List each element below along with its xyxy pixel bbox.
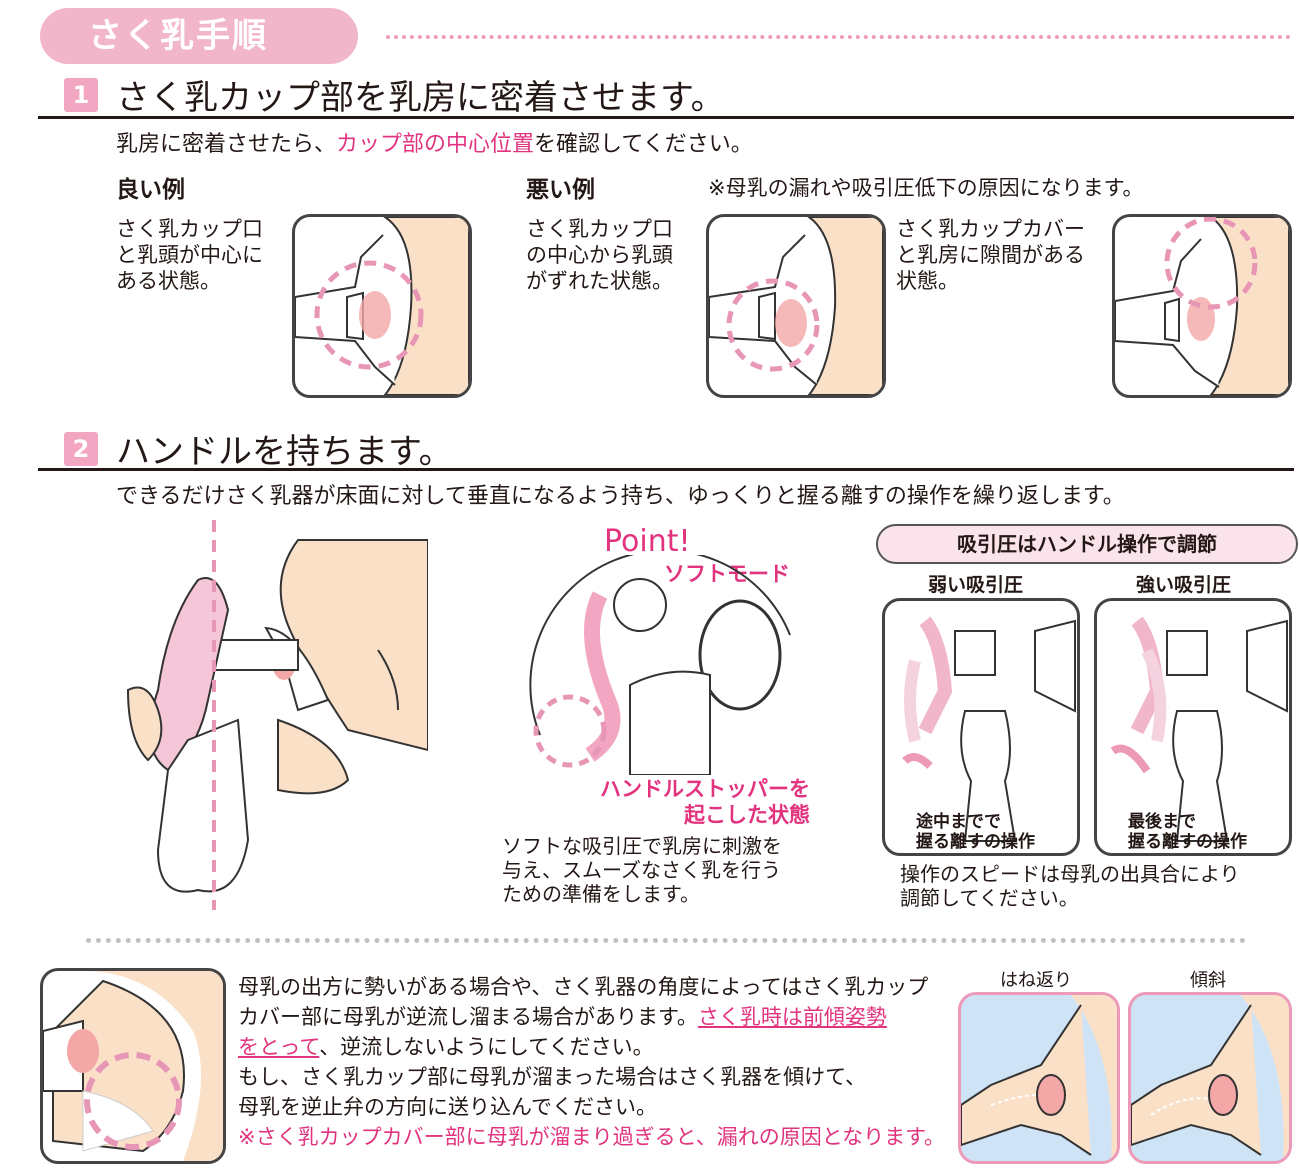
desc-line: ある状態。 xyxy=(116,269,221,293)
stopper-line: 起こした状態 xyxy=(684,803,810,827)
step-2-rule xyxy=(38,468,1294,471)
desc-line: ための準備をします。 xyxy=(502,882,700,906)
section-title: さく乳手順 xyxy=(40,8,358,64)
desc-line: さく乳カップ口 xyxy=(526,217,673,241)
soft-mode-desc: ソフトな吸引圧で乳房に刺激を 与え、スムーズなさく乳を行う ための準備をします。 xyxy=(502,834,782,906)
desc-line: と乳房に隙間がある xyxy=(896,243,1085,267)
note-line: 母乳を逆止弁の方向に送り込んでください。 xyxy=(238,1095,657,1119)
intro-text-a: 乳房に密着させたら、 xyxy=(116,132,337,157)
strong-suction-label: 強い吸引圧 xyxy=(1136,574,1232,596)
intro-text-b: を確認してください。 xyxy=(534,132,753,157)
forward-posture-text: さく乳時は前傾姿勢 xyxy=(697,1005,887,1029)
splash-image xyxy=(958,992,1120,1164)
strong-suction-caption: 最後まで 握る離すの操作 xyxy=(1128,812,1247,852)
desc-line: 状態。 xyxy=(896,269,959,293)
forward-posture-text: をとって xyxy=(238,1035,320,1059)
desc-line: の中心から乳頭 xyxy=(526,243,673,267)
strong-suction-panel xyxy=(1094,598,1292,856)
backflow-image xyxy=(40,968,226,1164)
step-2-heading: ハンドルを持ちます。 xyxy=(116,432,453,472)
desc-line: さく乳カップ口 xyxy=(116,217,263,241)
step-1-rule xyxy=(38,116,1294,119)
step-2-number: 2 xyxy=(64,432,98,466)
step-1-intro: 乳房に密着させたら、カップ部の中心位置を確認してください。 xyxy=(116,126,753,158)
weak-suction-caption: 途中までで 握る離すの操作 xyxy=(916,812,1035,852)
backflow-illustration xyxy=(43,971,223,1161)
bad-example-1-desc: さく乳カップ口 の中心から乳頭 がずれた状態。 xyxy=(526,216,673,294)
tilt-image xyxy=(1128,992,1292,1164)
splash-label: はね返り xyxy=(1000,970,1072,991)
note-text: カバー部に母乳が逆流し溜まる場合があります。 xyxy=(238,1005,698,1029)
strong-suction-illustration xyxy=(1110,616,1288,842)
backflow-note: 母乳の出方に勢いがある場合や、さく乳器の角度によってはさく乳カップ カバー部に母… xyxy=(238,972,945,1152)
note-line: 母乳の出方に勢いがある場合や、さく乳器の角度によってはさく乳カップ xyxy=(238,975,929,999)
title-divider xyxy=(386,35,1291,39)
note-line: 調節してください。 xyxy=(900,886,1079,910)
note-text: 、逆流しないようにしてください。 xyxy=(319,1035,654,1059)
tilt-label: 傾斜 xyxy=(1190,970,1226,991)
suction-control-title: 吸引圧はハンドル操作で調節 xyxy=(876,524,1298,564)
step-1-number: 1 xyxy=(64,78,98,112)
gap-cup-illustration xyxy=(1115,217,1289,395)
section-divider xyxy=(86,938,1246,943)
good-example-image xyxy=(292,214,472,398)
desc-line: ソフトな吸引圧で乳房に刺激を xyxy=(502,834,782,858)
caption-line: 握る離すの操作 xyxy=(1128,832,1247,852)
holding-pump-illustration xyxy=(98,520,429,910)
good-example-desc: さく乳カップ口 と乳頭が中心に ある状態。 xyxy=(116,216,263,294)
bad-example-label: 悪い例 xyxy=(526,177,595,203)
stopper-line: ハンドルストッパーを xyxy=(600,777,810,801)
weak-suction-panel xyxy=(882,598,1080,856)
desc-line: と乳頭が中心に xyxy=(116,243,263,267)
desc-line: さく乳カップカバー xyxy=(896,217,1085,241)
bad-example-1-image xyxy=(706,214,886,398)
breast-cup-illustration xyxy=(295,217,469,395)
caption-line: 握る離すの操作 xyxy=(916,832,1035,852)
good-example-label: 良い例 xyxy=(116,177,185,203)
intro-highlight: カップ部の中心位置 xyxy=(336,132,535,157)
step-1-heading: さく乳カップ部を乳房に密着させます。 xyxy=(116,78,725,118)
bad-example-2-image xyxy=(1112,214,1292,398)
tilt-illustration xyxy=(1131,995,1289,1161)
soft-mode-illustration xyxy=(520,549,800,776)
note-line: 操作のスピードは母乳の出具合により xyxy=(900,862,1240,886)
note-line: カバー部に母乳が逆流し溜まる場合があります。さく乳時は前傾姿勢 xyxy=(238,1002,945,1032)
note-line: もし、さく乳カップ部に母乳が溜まった場合はさく乳器を傾けて、 xyxy=(238,1065,867,1089)
point-label: Point! xyxy=(604,524,691,559)
stopper-label: ハンドルストッパーを 起こした状態 xyxy=(578,776,810,828)
weak-suction-label: 弱い吸引圧 xyxy=(928,574,1024,596)
bad-example-note: ※母乳の漏れや吸引圧低下の原因になります。 xyxy=(708,176,1144,200)
offset-nipple-illustration xyxy=(709,217,883,395)
desc-line: がずれた状態。 xyxy=(526,269,673,293)
step-2-intro: できるだけさく乳器が床面に対して垂直になるよう持ち、ゆっくりと握る離すの操作を繰… xyxy=(116,484,1125,509)
warning-line: ※さく乳カップカバー部に母乳が溜まり過ぎると、漏れの原因となります。 xyxy=(238,1125,946,1149)
caption-line: 最後まで xyxy=(1128,812,1196,832)
splash-illustration xyxy=(961,995,1117,1161)
weak-suction-illustration xyxy=(902,616,1076,842)
speed-note: 操作のスピードは母乳の出具合により 調節してください。 xyxy=(900,862,1240,910)
note-line: をとって、逆流しないようにしてください。 xyxy=(238,1032,945,1062)
caption-line: 途中までで xyxy=(916,812,1001,832)
bad-example-2-desc: さく乳カップカバー と乳房に隙間がある 状態。 xyxy=(896,216,1085,294)
desc-line: 与え、スムーズなさく乳を行う xyxy=(502,858,781,882)
